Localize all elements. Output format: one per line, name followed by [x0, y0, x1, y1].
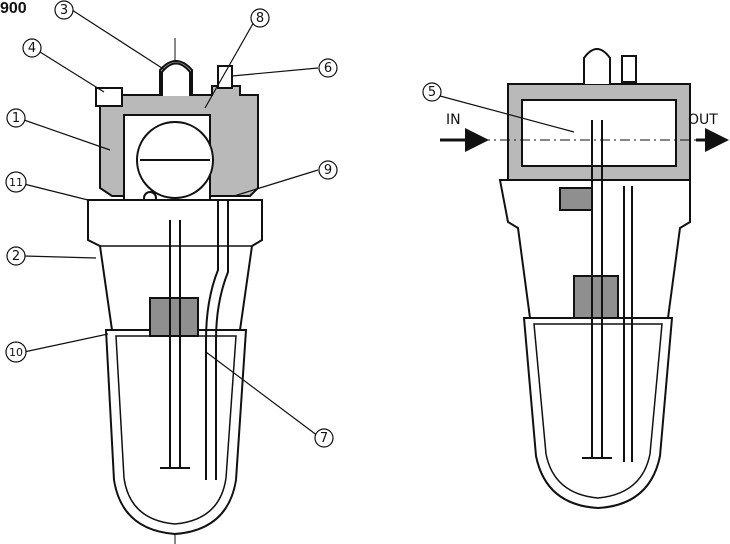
- left-fitting: [217, 65, 233, 89]
- svg-text:11: 11: [9, 176, 23, 189]
- left-bowl: [104, 329, 248, 536]
- callout-7: 7: [314, 428, 334, 448]
- svg-text:1: 1: [12, 111, 20, 126]
- callout-4: 4: [22, 38, 42, 58]
- svg-text:6: 6: [324, 61, 332, 76]
- svg-text:2: 2: [12, 249, 20, 264]
- left-drip-tube: [205, 200, 219, 480]
- callout-8: 8: [250, 8, 270, 28]
- right-bowl: [522, 317, 674, 510]
- left-plug: [95, 87, 123, 107]
- right-sight-dome: [583, 48, 611, 84]
- callout-9: 9: [318, 160, 338, 180]
- svg-text:8: 8: [256, 11, 264, 26]
- svg-text:9: 9: [324, 163, 332, 178]
- left-section-view: [87, 38, 263, 544]
- inlet-label: IN: [446, 112, 461, 128]
- right-drip-tube: [623, 186, 633, 462]
- callout-3: 3: [54, 0, 74, 20]
- right-section-view: [440, 48, 720, 510]
- svg-text:7: 7: [320, 431, 328, 446]
- right-bowl-inner: [533, 323, 663, 499]
- outlet-label: OUT: [688, 112, 718, 128]
- svg-text:3: 3: [60, 3, 68, 18]
- left-callouts: [23, 9, 319, 437]
- left-sight-dome: [161, 62, 191, 96]
- callout-6: 6: [318, 58, 338, 78]
- svg-text:4: 4: [28, 41, 36, 56]
- callout-5: 5: [422, 82, 575, 133]
- left-drip-tube-b: [215, 200, 229, 480]
- right-needle-valve: [559, 187, 593, 211]
- flow-indicators: IN OUT: [440, 112, 729, 152]
- right-fitting: [621, 55, 637, 83]
- right-port-bore: [521, 99, 677, 167]
- callout-11: 11: [5, 171, 27, 193]
- svg-text:10: 10: [9, 346, 23, 359]
- right-siphon-insert: [573, 275, 619, 319]
- callout-1: 1: [6, 108, 26, 128]
- figure-title: 900: [0, 0, 27, 17]
- left-bowl-inner: [115, 335, 237, 525]
- svg-text:5: 5: [428, 85, 436, 100]
- callout-2: 2: [6, 246, 26, 266]
- left-siphon-insert: [149, 297, 199, 337]
- callout-10: 10: [5, 341, 27, 363]
